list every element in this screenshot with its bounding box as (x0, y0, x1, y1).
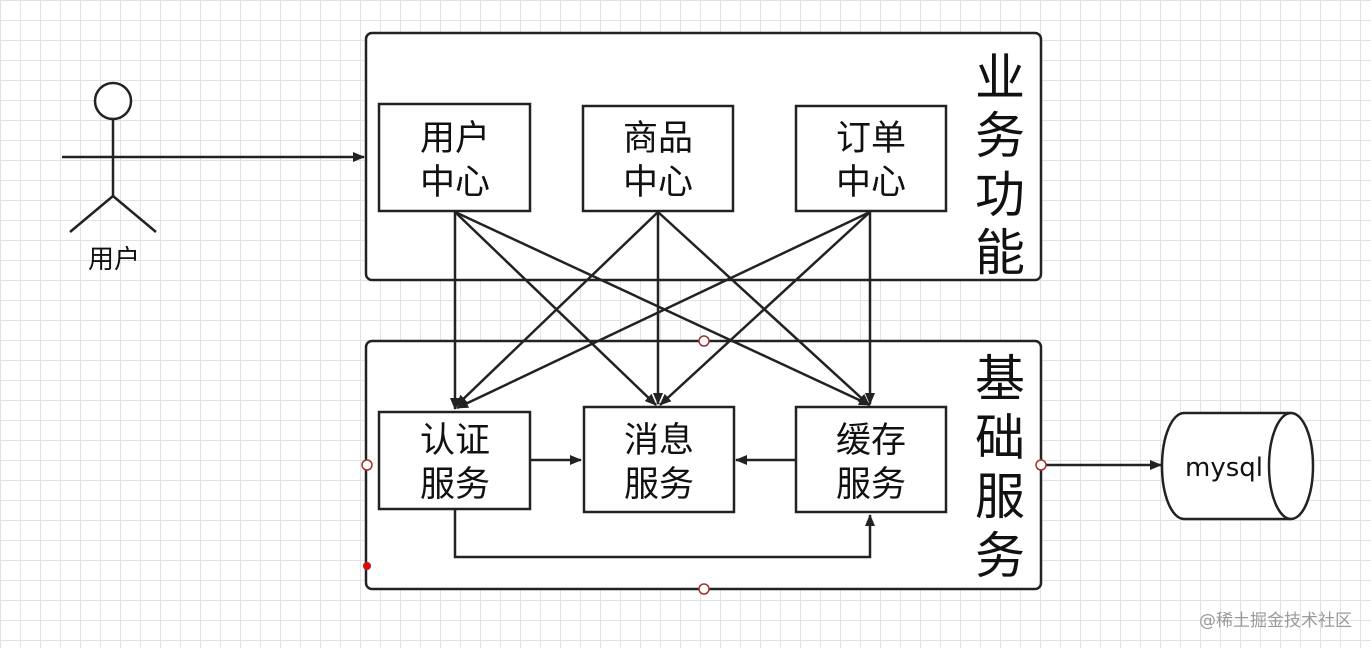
connection-handle-icon[interactable] (1035, 459, 1047, 471)
edge-product-center-to-auth (455, 211, 659, 407)
node-label-line2: 中心 (623, 163, 693, 203)
edge-auth-to-cache (453, 510, 875, 559)
edge-user-center-to-cache (454, 210, 871, 407)
business-group-label: 业 务 功 能 (975, 49, 1025, 282)
connection-handle-icon[interactable] (698, 335, 710, 347)
node-label-line1: 消息 (624, 421, 694, 461)
database-cylinder-rim (1267, 411, 1292, 521)
node-box (581, 104, 735, 213)
group-label-char: 基 (975, 350, 1025, 408)
mysql-database[interactable]: mysql (1160, 411, 1315, 521)
node-label-line2: 中心 (836, 163, 906, 203)
foundation-group-label: 基 础 服 务 (975, 350, 1025, 585)
edge-user-center-to-message (454, 211, 657, 406)
database-label: mysql (1185, 453, 1263, 483)
node-label-line2: 服务 (624, 465, 694, 505)
connection-handles (361, 335, 1047, 595)
actor-label: 用户 (88, 245, 140, 275)
actor-left-leg (69, 195, 114, 233)
group-label-char: 能 (975, 224, 1025, 282)
node-box (794, 405, 948, 514)
edge-order-center-to-auth (456, 210, 871, 410)
connection-handle-icon[interactable] (698, 583, 710, 595)
node-box (582, 405, 736, 514)
node-label-line2: 服务 (836, 465, 906, 505)
group-label-char: 功 (975, 166, 1025, 224)
node-label-line1: 用户 (420, 119, 490, 159)
node-label-line1: 商品 (623, 119, 693, 159)
node-label-line1: 订单 (836, 119, 906, 159)
node-auth-service[interactable]: 认证 服务 (377, 410, 532, 511)
node-box (377, 410, 532, 511)
node-label-line2: 服务 (420, 465, 490, 505)
node-user-center[interactable]: 用户 中心 (377, 102, 532, 213)
group-label-char: 业 (975, 49, 1025, 107)
node-label-line2: 中心 (420, 163, 490, 203)
group-label-char: 础 (975, 409, 1025, 467)
watermark: @稀土掘金技术社区 (1199, 611, 1352, 631)
user-actor: 用户 (62, 81, 166, 275)
node-order-center[interactable]: 订单 中心 (794, 104, 948, 213)
group-label-char: 服 (975, 468, 1025, 526)
node-label-line1: 缓存 (836, 421, 906, 461)
node-box (377, 102, 532, 213)
actor-right-leg (112, 195, 157, 233)
selection-point-icon[interactable] (363, 562, 371, 570)
node-product-center[interactable]: 商品 中心 (581, 104, 735, 213)
node-cache-service[interactable]: 缓存 服务 (794, 405, 948, 514)
node-message-service[interactable]: 消息 服务 (582, 405, 736, 514)
node-label-line1: 认证 (420, 421, 490, 461)
group-label-char: 务 (975, 107, 1025, 165)
edges (166, 152, 1162, 559)
edge-order-center-to-message (659, 211, 871, 406)
connection-handle-icon[interactable] (361, 459, 373, 471)
actor-head-icon (93, 81, 133, 121)
group-label-char: 务 (975, 527, 1025, 585)
node-box (794, 104, 948, 213)
